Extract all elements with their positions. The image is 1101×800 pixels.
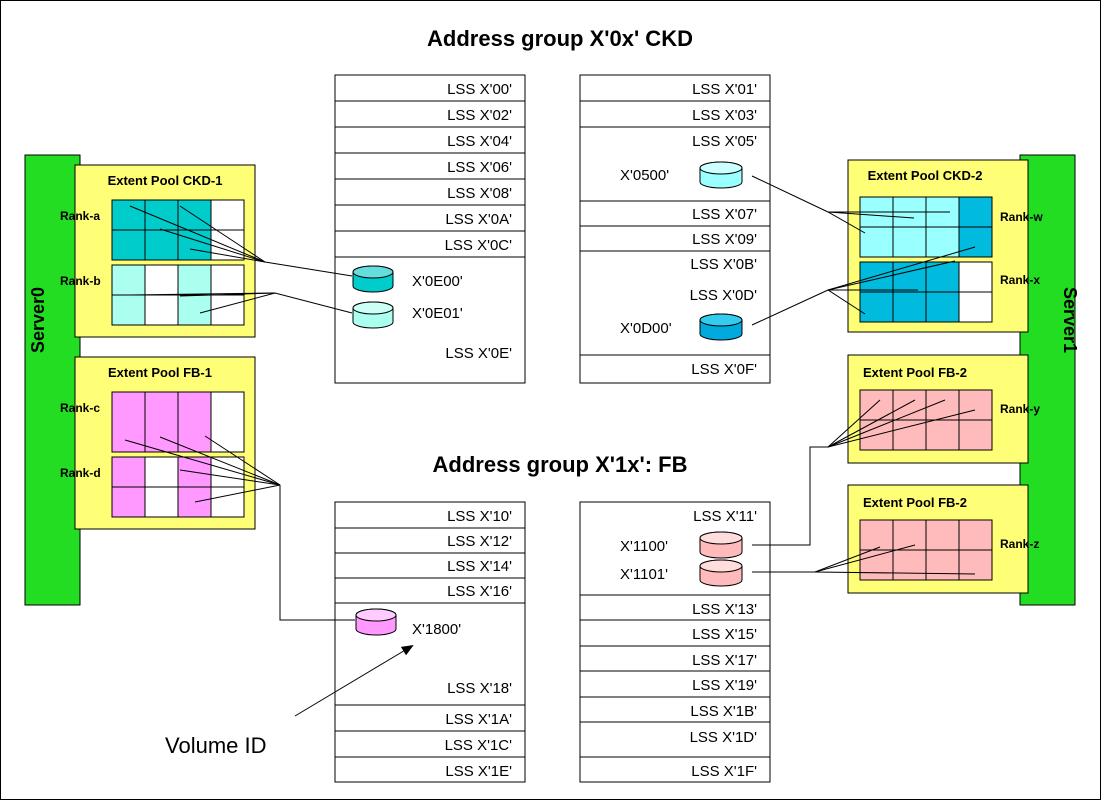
rank-a-label: Rank-a (60, 209, 100, 223)
title-ckd: Address group X'0x' CKD (427, 26, 693, 51)
extent-pool-ckd2: Extent Pool CKD-2 Rank-w Rank-x (847, 159, 1043, 333)
volume-0500: X'0500' (620, 161, 743, 189)
volume-1100: X'1100' (620, 531, 743, 559)
lss-column-fb-odd: LSS X'11' LSS X'13' LSS X'15' LSS X'17' … (579, 501, 771, 783)
lss-label: LSS X'19' (692, 677, 757, 694)
connector-lines (124, 175, 976, 621)
volume-id-label: X'1100' (620, 538, 668, 555)
volume-id-label: X'0D00' (620, 320, 672, 337)
lss-label: LSS X'10' (447, 508, 512, 525)
lss-label: LSS X'1A' (445, 711, 512, 728)
server1-bar: Server1 (1019, 154, 1080, 606)
server0-label: Server0 (28, 287, 48, 353)
lss-label: LSS X'13' (692, 601, 757, 618)
rank-b-label: Rank-b (60, 274, 101, 288)
extent-pool-ckd1: Extent Pool CKD-1 Rank-a Rank-b (60, 164, 256, 338)
volume-id-label: X'0500' (620, 167, 669, 184)
volume-id-callout: Volume ID (165, 733, 267, 758)
lss-label: LSS X'08' (447, 185, 512, 202)
volume-0E01: X'0E01' (352, 301, 463, 329)
rank-z-label: Rank-z (1000, 537, 1039, 551)
lss-label: LSS X'0D' (690, 287, 758, 304)
volume-id-label: X'0E01' (412, 305, 463, 322)
title-fb: Address group X'1x': FB (433, 452, 688, 477)
lss-label: LSS X'05' (692, 133, 757, 150)
server0-bar: Server0 (24, 154, 81, 606)
lss-label: LSS X'0B' (690, 256, 757, 273)
volume-id-label: X'1101' (620, 566, 668, 583)
lss-label: LSS X'16' (447, 583, 512, 600)
rank-c-label: Rank-c (60, 401, 100, 415)
lss-label: LSS X'15' (692, 626, 757, 643)
lss-label: LSS X'0C' (445, 237, 513, 254)
lss-label: LSS X'1F' (691, 763, 757, 780)
lss-column-ckd-even: LSS X'00' LSS X'02' LSS X'04' LSS X'06' … (334, 74, 526, 384)
lss-label: LSS X'17' (692, 652, 757, 669)
lss-label: LSS X'01' (692, 81, 757, 98)
pool-fb2a-title: Extent Pool FB-2 (863, 365, 967, 380)
lss-label: LSS X'07' (692, 206, 757, 223)
lss-label: LSS X'09' (692, 231, 757, 248)
rank-d: Rank-d (60, 456, 245, 518)
lss-column-fb-even: LSS X'10' LSS X'12' LSS X'14' LSS X'16' … (334, 501, 526, 783)
rank-w-label: Rank-w (1000, 210, 1043, 224)
lss-label: LSS X'18' (447, 680, 512, 697)
rank-x: Rank-x (859, 261, 1040, 323)
volume-id-label: X'1800' (412, 621, 461, 638)
volume-0D00: X'0D00' (620, 313, 743, 341)
lss-label: LSS X'02' (447, 107, 512, 124)
rank-c: Rank-c (60, 391, 245, 453)
volume-id-label: X'0E00' (412, 273, 463, 290)
rank-z: Rank-z (859, 519, 1039, 581)
lss-label: LSS X'06' (447, 159, 512, 176)
rank-w: Rank-w (859, 196, 1043, 258)
rank-x-label: Rank-x (1000, 273, 1040, 287)
lss-label: LSS X'0A' (445, 211, 512, 228)
rank-d-label: Rank-d (60, 466, 101, 480)
rank-y-label: Rank-y (1000, 402, 1040, 416)
extent-pool-fb1: Extent Pool FB-1 Rank-c Rank-d (60, 356, 256, 530)
lss-label: LSS X'1D' (690, 729, 758, 746)
pool-fb1-title: Extent Pool FB-1 (108, 365, 212, 380)
volume-0E00: X'0E00' (352, 265, 463, 293)
lss-column-ckd-odd: LSS X'01' LSS X'03' LSS X'05' LSS X'07' … (579, 74, 771, 384)
pool-ckd2-title: Extent Pool CKD-2 (868, 168, 983, 183)
lss-label: LSS X'04' (447, 133, 512, 150)
lss-label: LSS X'14' (447, 558, 512, 575)
lss-label: LSS X'03' (692, 107, 757, 124)
pool-fb2b-title: Extent Pool FB-2 (863, 495, 967, 510)
lss-label: LSS X'0F' (691, 361, 757, 378)
pool-ckd1-title: Extent Pool CKD-1 (108, 173, 223, 188)
server1-label: Server1 (1060, 287, 1080, 353)
lss-label: LSS X'1B' (690, 703, 757, 720)
lss-label: LSS X'0E' (445, 345, 512, 362)
callout-arrow (294, 644, 414, 717)
lss-label: LSS X'1C' (445, 737, 513, 754)
extent-pool-fb2-lower: Extent Pool FB-2 Rank-z (847, 484, 1039, 594)
lss-label: LSS X'12' (447, 533, 512, 550)
volume-1101: X'1101' (620, 559, 743, 587)
extent-pool-fb2-upper: Extent Pool FB-2 Rank-y (847, 354, 1040, 464)
lss-label: LSS X'11' (693, 508, 757, 525)
lss-label: LSS X'1E' (445, 763, 512, 780)
volume-1800: X'1800' (355, 608, 461, 638)
lss-label: LSS X'00' (447, 81, 512, 98)
rank-y: Rank-y (859, 389, 1040, 451)
